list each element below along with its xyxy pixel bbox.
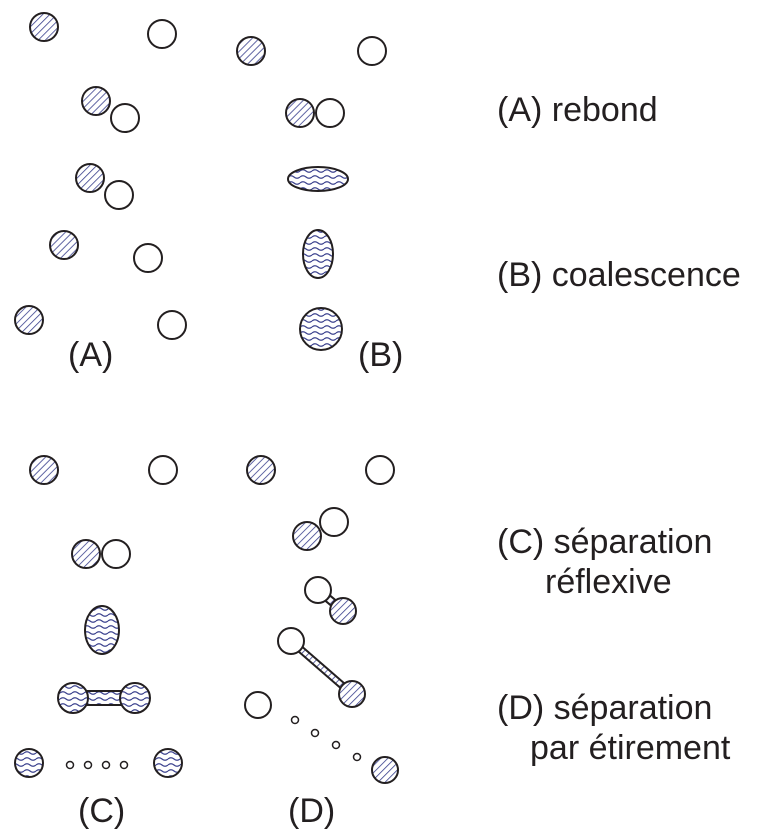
panel-c-reflexive-separation [14,455,183,778]
legend-d-line2: par étirement [530,729,731,767]
hatched-droplet [49,230,79,260]
satellite-droplet [352,752,362,762]
clear-droplet [147,19,177,49]
hatched-droplet [81,86,111,116]
satellite-droplet [310,728,320,738]
panel-b-coalescence [236,36,387,351]
legend-a: (A) rebond [497,90,658,130]
clear-droplet [133,243,163,273]
merged-droplet-elongated [84,605,120,655]
satellite-droplet [331,740,341,750]
clear-droplet [304,576,332,604]
legend-b-text: (B) coalescence [497,256,741,294]
panel-label-c: (C) [78,792,126,830]
panel-d-stretching-separation [244,455,399,784]
satellite-droplet [119,760,129,770]
clear-droplet [277,627,305,655]
satellite-droplet [101,760,111,770]
legend-b: (B) coalescence [497,255,741,295]
hatched-droplet [14,305,44,335]
legend-c-line1: (C) séparation [497,523,713,561]
legend-d-line1: (D) séparation [497,689,713,727]
hatched-droplet [285,98,315,128]
panel-label-b: (B) [358,336,404,374]
hatched-droplet [75,163,105,193]
hatched-droplet [71,539,101,569]
satellite-droplet [290,715,300,725]
panel-a-rebound [14,12,187,340]
bulb-right [119,682,151,714]
hatched-droplet [29,455,59,485]
hatched-droplet [371,756,399,784]
clear-droplet [244,691,272,719]
hatched-droplet [338,680,366,708]
hatched-droplet [329,597,357,625]
daughter-droplet-left [14,748,44,778]
hatched-droplet [29,12,59,42]
merged-droplet-elongated [302,229,334,279]
clear-droplet [365,455,395,485]
clear-droplet [148,455,178,485]
clear-droplet [110,103,140,133]
legend-d: (D) séparation par étirement [497,688,730,768]
clear-droplet [157,310,187,340]
legend-c-line2: réflexive [545,563,672,601]
hatched-droplet [236,36,266,66]
bulb-left [57,682,89,714]
clear-droplet [357,36,387,66]
clear-droplet [319,507,349,537]
satellite-droplet [65,760,75,770]
legend-c: (C) séparation réflexive [497,522,712,602]
satellite-droplet [83,760,93,770]
hatched-droplet [246,455,276,485]
clear-droplet [315,98,345,128]
merged-droplet [299,307,343,351]
clear-droplet [101,539,131,569]
clear-droplet [104,180,134,210]
legend-a-text: (A) rebond [497,91,658,129]
panel-label-d: (D) [288,792,336,830]
hatched-droplet [292,521,322,551]
merged-droplet-flattened [287,166,349,192]
panel-label-a: (A) [68,336,114,374]
ligament [83,690,123,706]
daughter-droplet-right [153,748,183,778]
